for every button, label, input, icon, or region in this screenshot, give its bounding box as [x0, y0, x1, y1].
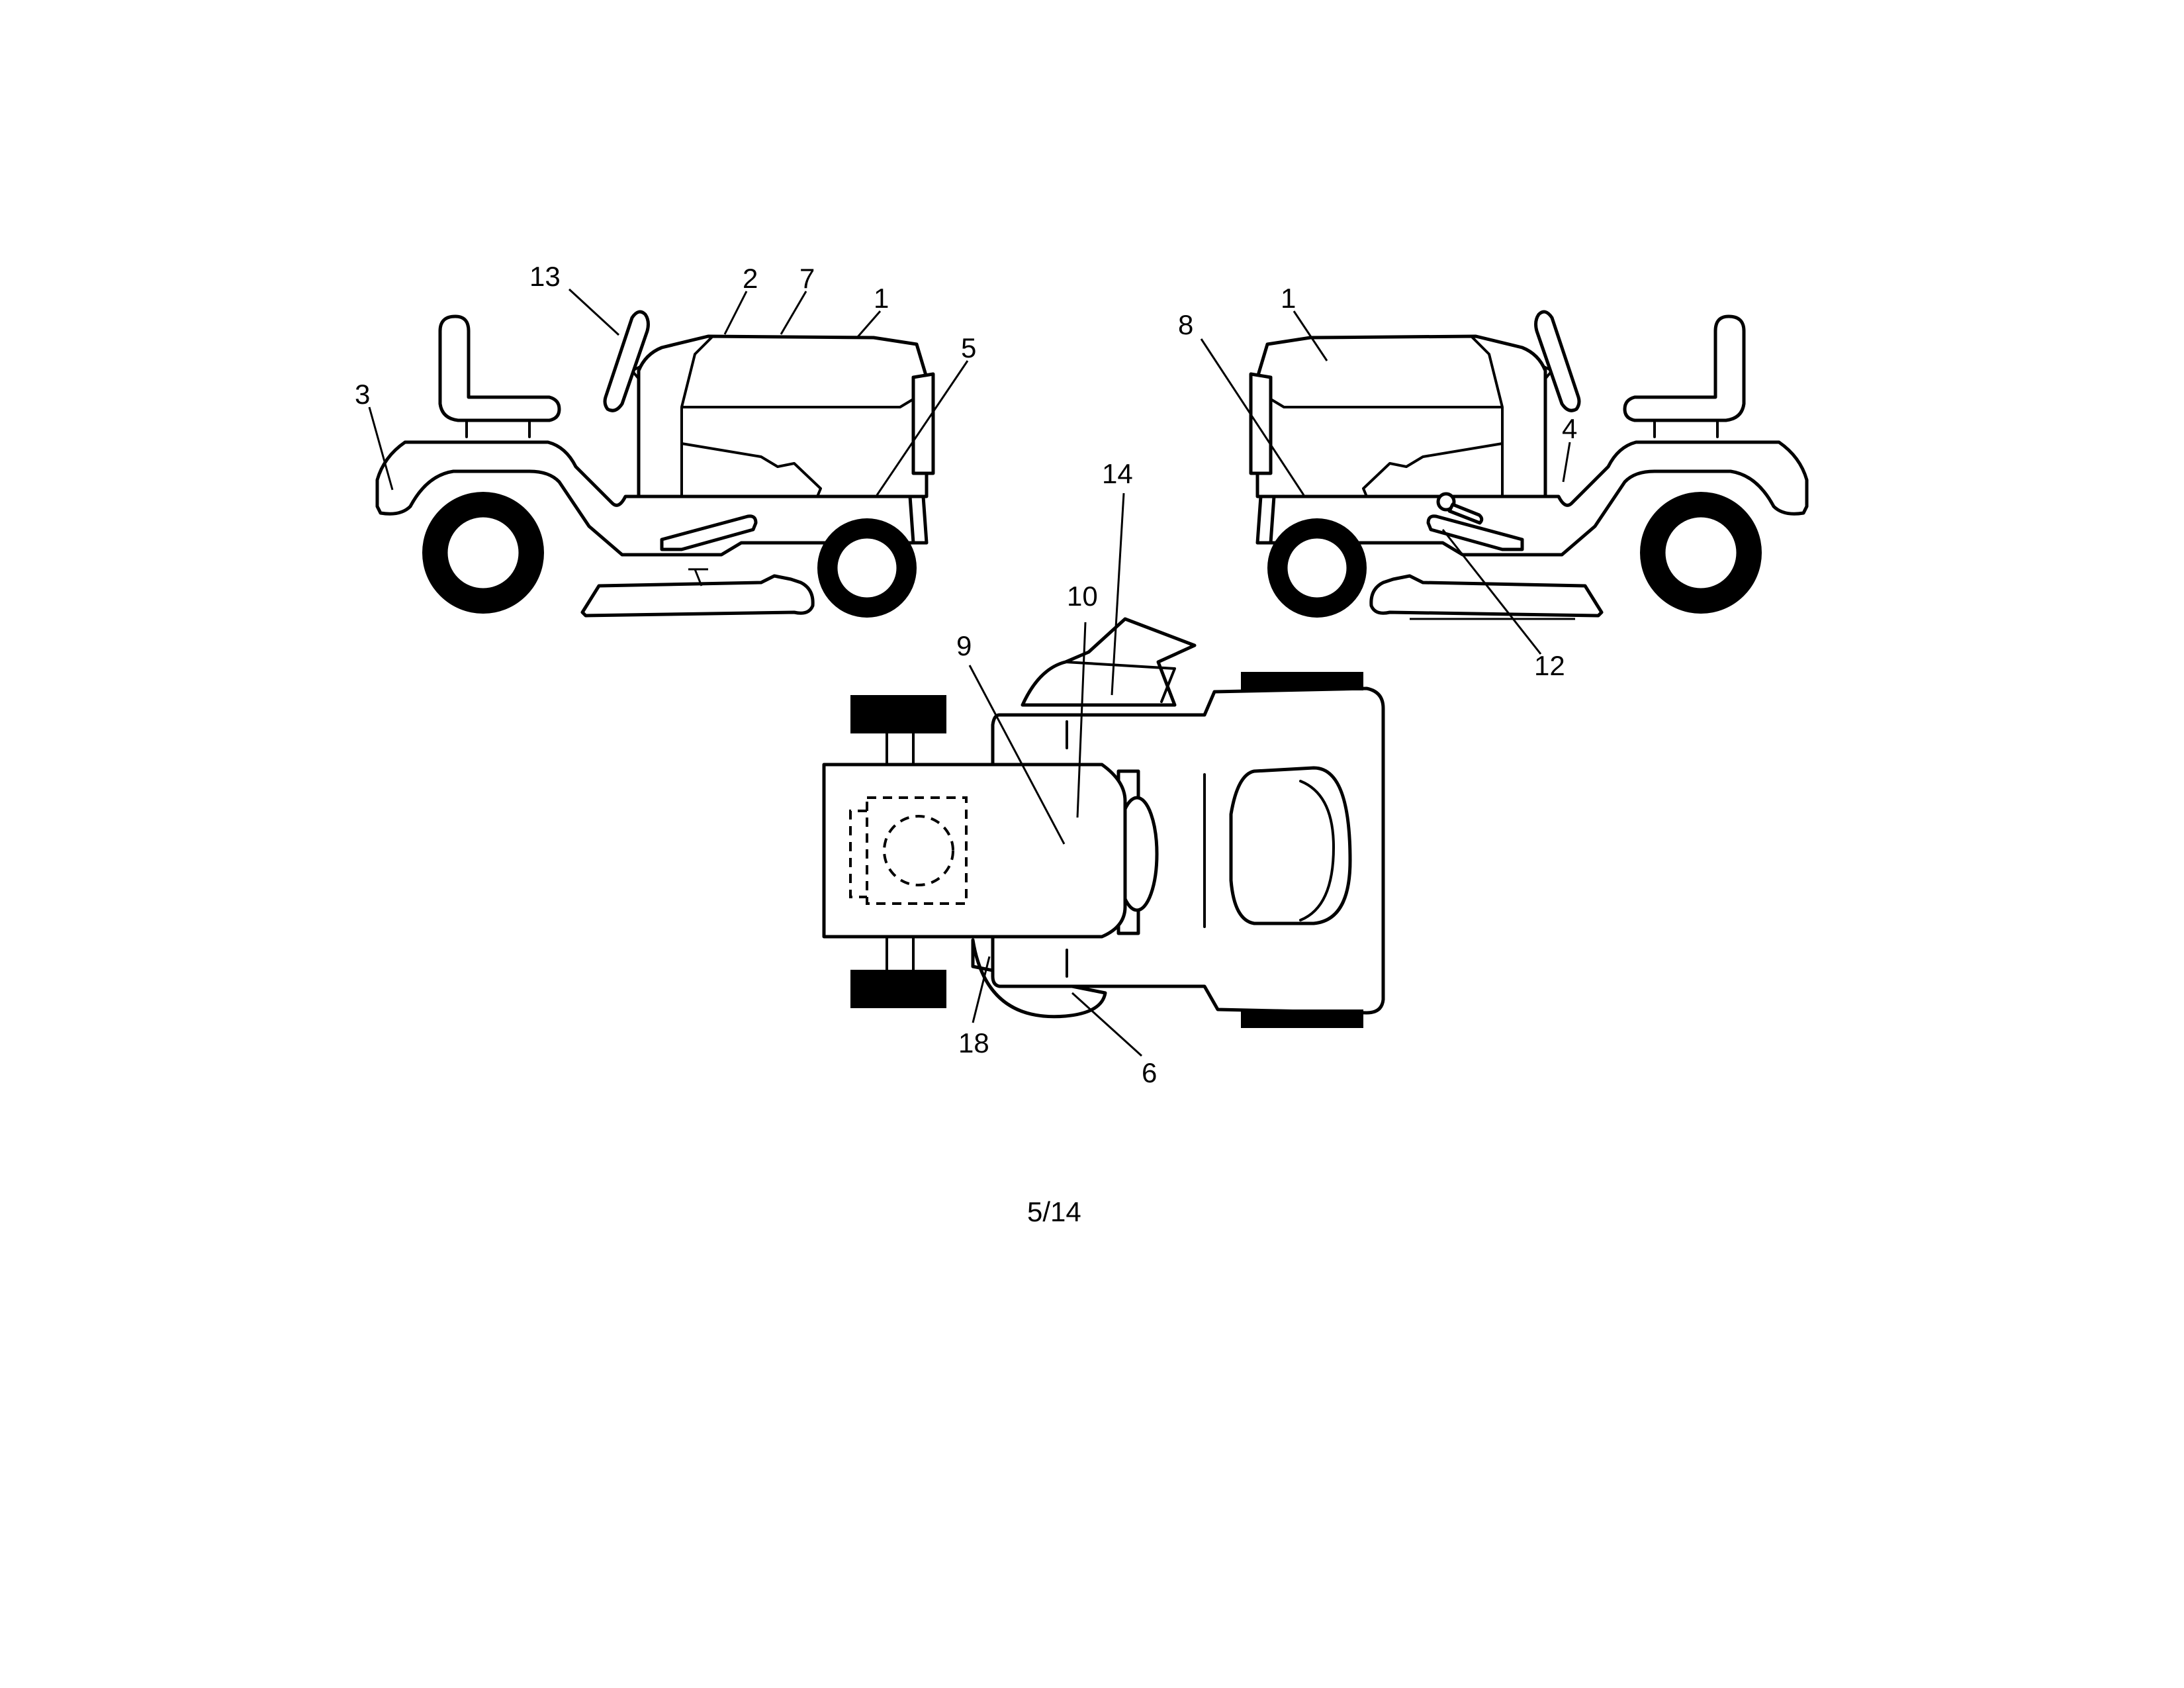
- callout-1-right: 1: [1281, 283, 1296, 314]
- left-side-tractor-view: [368, 288, 969, 618]
- callout-12-right: 12: [1534, 650, 1565, 681]
- callout-7-left: 7: [799, 263, 815, 294]
- callout-2-left: 2: [743, 263, 758, 294]
- callout-13-left: 13: [529, 261, 561, 292]
- callout-1-left: 1: [874, 283, 889, 314]
- callout-3-left: 3: [355, 379, 370, 410]
- page-number: 5/14: [1027, 1196, 1081, 1227]
- top-tractor-view: [822, 492, 1385, 1057]
- callout-14-top: 14: [1102, 458, 1133, 489]
- callout-labels: 13 2 7 1 5 3 1 8 4 12 14 10 9 18 6: [355, 261, 1577, 1088]
- callout-9-top: 9: [956, 630, 972, 661]
- callout-10-top: 10: [1067, 581, 1098, 612]
- callout-5-left: 5: [961, 332, 976, 363]
- callout-18-top: 18: [958, 1027, 989, 1058]
- callout-6-top: 6: [1142, 1057, 1157, 1088]
- right-side-tractor-view: [1200, 310, 1809, 655]
- callout-4-right: 4: [1562, 413, 1577, 444]
- callout-8-right: 8: [1178, 309, 1193, 340]
